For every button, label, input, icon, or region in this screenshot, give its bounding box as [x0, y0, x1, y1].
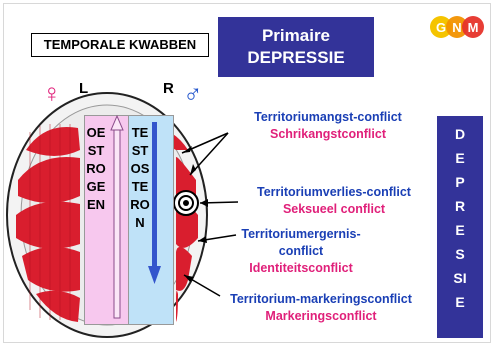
right-lobe-4: [176, 246, 192, 291]
female-symbol-icon: ♀: [42, 78, 62, 108]
label-territoriumangst: Territoriumangst-conflict Schrikangstcon…: [228, 109, 428, 143]
label-territoriumangst-sub: Schrikangstconflict: [270, 127, 386, 141]
testosteron-arrow-head: [148, 266, 161, 284]
logo-letter-g: G: [436, 20, 446, 35]
label-territoriumergernis-main: Territoriumergernis-conflict: [241, 227, 361, 258]
male-symbol-icon: ♂: [183, 78, 203, 108]
logo-circle-m: [462, 16, 484, 38]
label-territoriumverlies-main: Territoriumverlies-conflict: [257, 185, 411, 199]
label-territoriumverlies-sub: Seksueel conflict: [282, 202, 386, 216]
gnm-logo: G N M: [430, 16, 484, 38]
right-lobe-2: [175, 156, 196, 202]
testosteron-arrow-body: [152, 122, 157, 268]
arrowhead-1b: [190, 164, 196, 175]
label-territorium-markering-main: Territorium-markeringsconflict: [230, 292, 412, 306]
right-side-label: R: [163, 80, 174, 97]
testosteron-column: [128, 115, 174, 325]
temporal-lobes-box: TEMPORALE KWABBEN: [31, 33, 209, 57]
oestrogen-column: [84, 115, 130, 325]
arrowhead-3: [198, 236, 207, 243]
main-title: Primaire DEPRESSIE: [218, 17, 374, 77]
left-lobe-3: [16, 201, 80, 249]
arrowhead-1a: [182, 146, 192, 153]
label-territoriumergernis-sub: Identiteitsconflict: [249, 261, 353, 275]
oestrogen-text: OESTROGEEN: [86, 125, 106, 212]
depressie-side-bar: DEPRESSIE: [437, 116, 483, 338]
oestrogen-arrow-body: [113, 127, 121, 319]
left-lobe-1: [26, 126, 80, 156]
left-lobe-5: [36, 290, 80, 322]
slide-frame: [3, 3, 491, 343]
depressie-side-text: DEPRESSIE: [453, 126, 467, 310]
right-lobe-5: [176, 290, 178, 322]
logo-circle-g: [430, 16, 452, 38]
arrow-label1-b: [189, 132, 229, 176]
logo-letter-n: N: [452, 20, 461, 35]
arrowhead-4: [184, 275, 194, 282]
label-territoriumangst-main: Territoriumangst-conflict: [254, 110, 402, 124]
target-icon-center: [183, 200, 189, 206]
testosteron-text: TESTOSTERON: [130, 125, 150, 230]
oestrogen-arrow-head: [110, 114, 124, 131]
left-lobe-2: [18, 156, 80, 203]
arrowhead-2: [200, 199, 208, 207]
logo-circle-n: [446, 16, 468, 38]
logo-letter-m: M: [468, 20, 479, 35]
label-territorium-markering: Territorium-markeringsconflict Markering…: [208, 291, 434, 325]
left-side-label: L: [79, 80, 89, 97]
label-territoriumverlies: Territoriumverlies-conflict Seksueel con…: [234, 184, 434, 218]
left-lobe-4: [22, 246, 80, 292]
main-title-line2: DEPRESSIE: [247, 48, 345, 67]
label-territorium-markering-sub: Markeringsconflict: [265, 309, 377, 323]
main-title-line1: Primaire: [261, 26, 331, 45]
label-territoriumergernis: Territoriumergernis-conflict Identiteits…: [236, 226, 366, 277]
